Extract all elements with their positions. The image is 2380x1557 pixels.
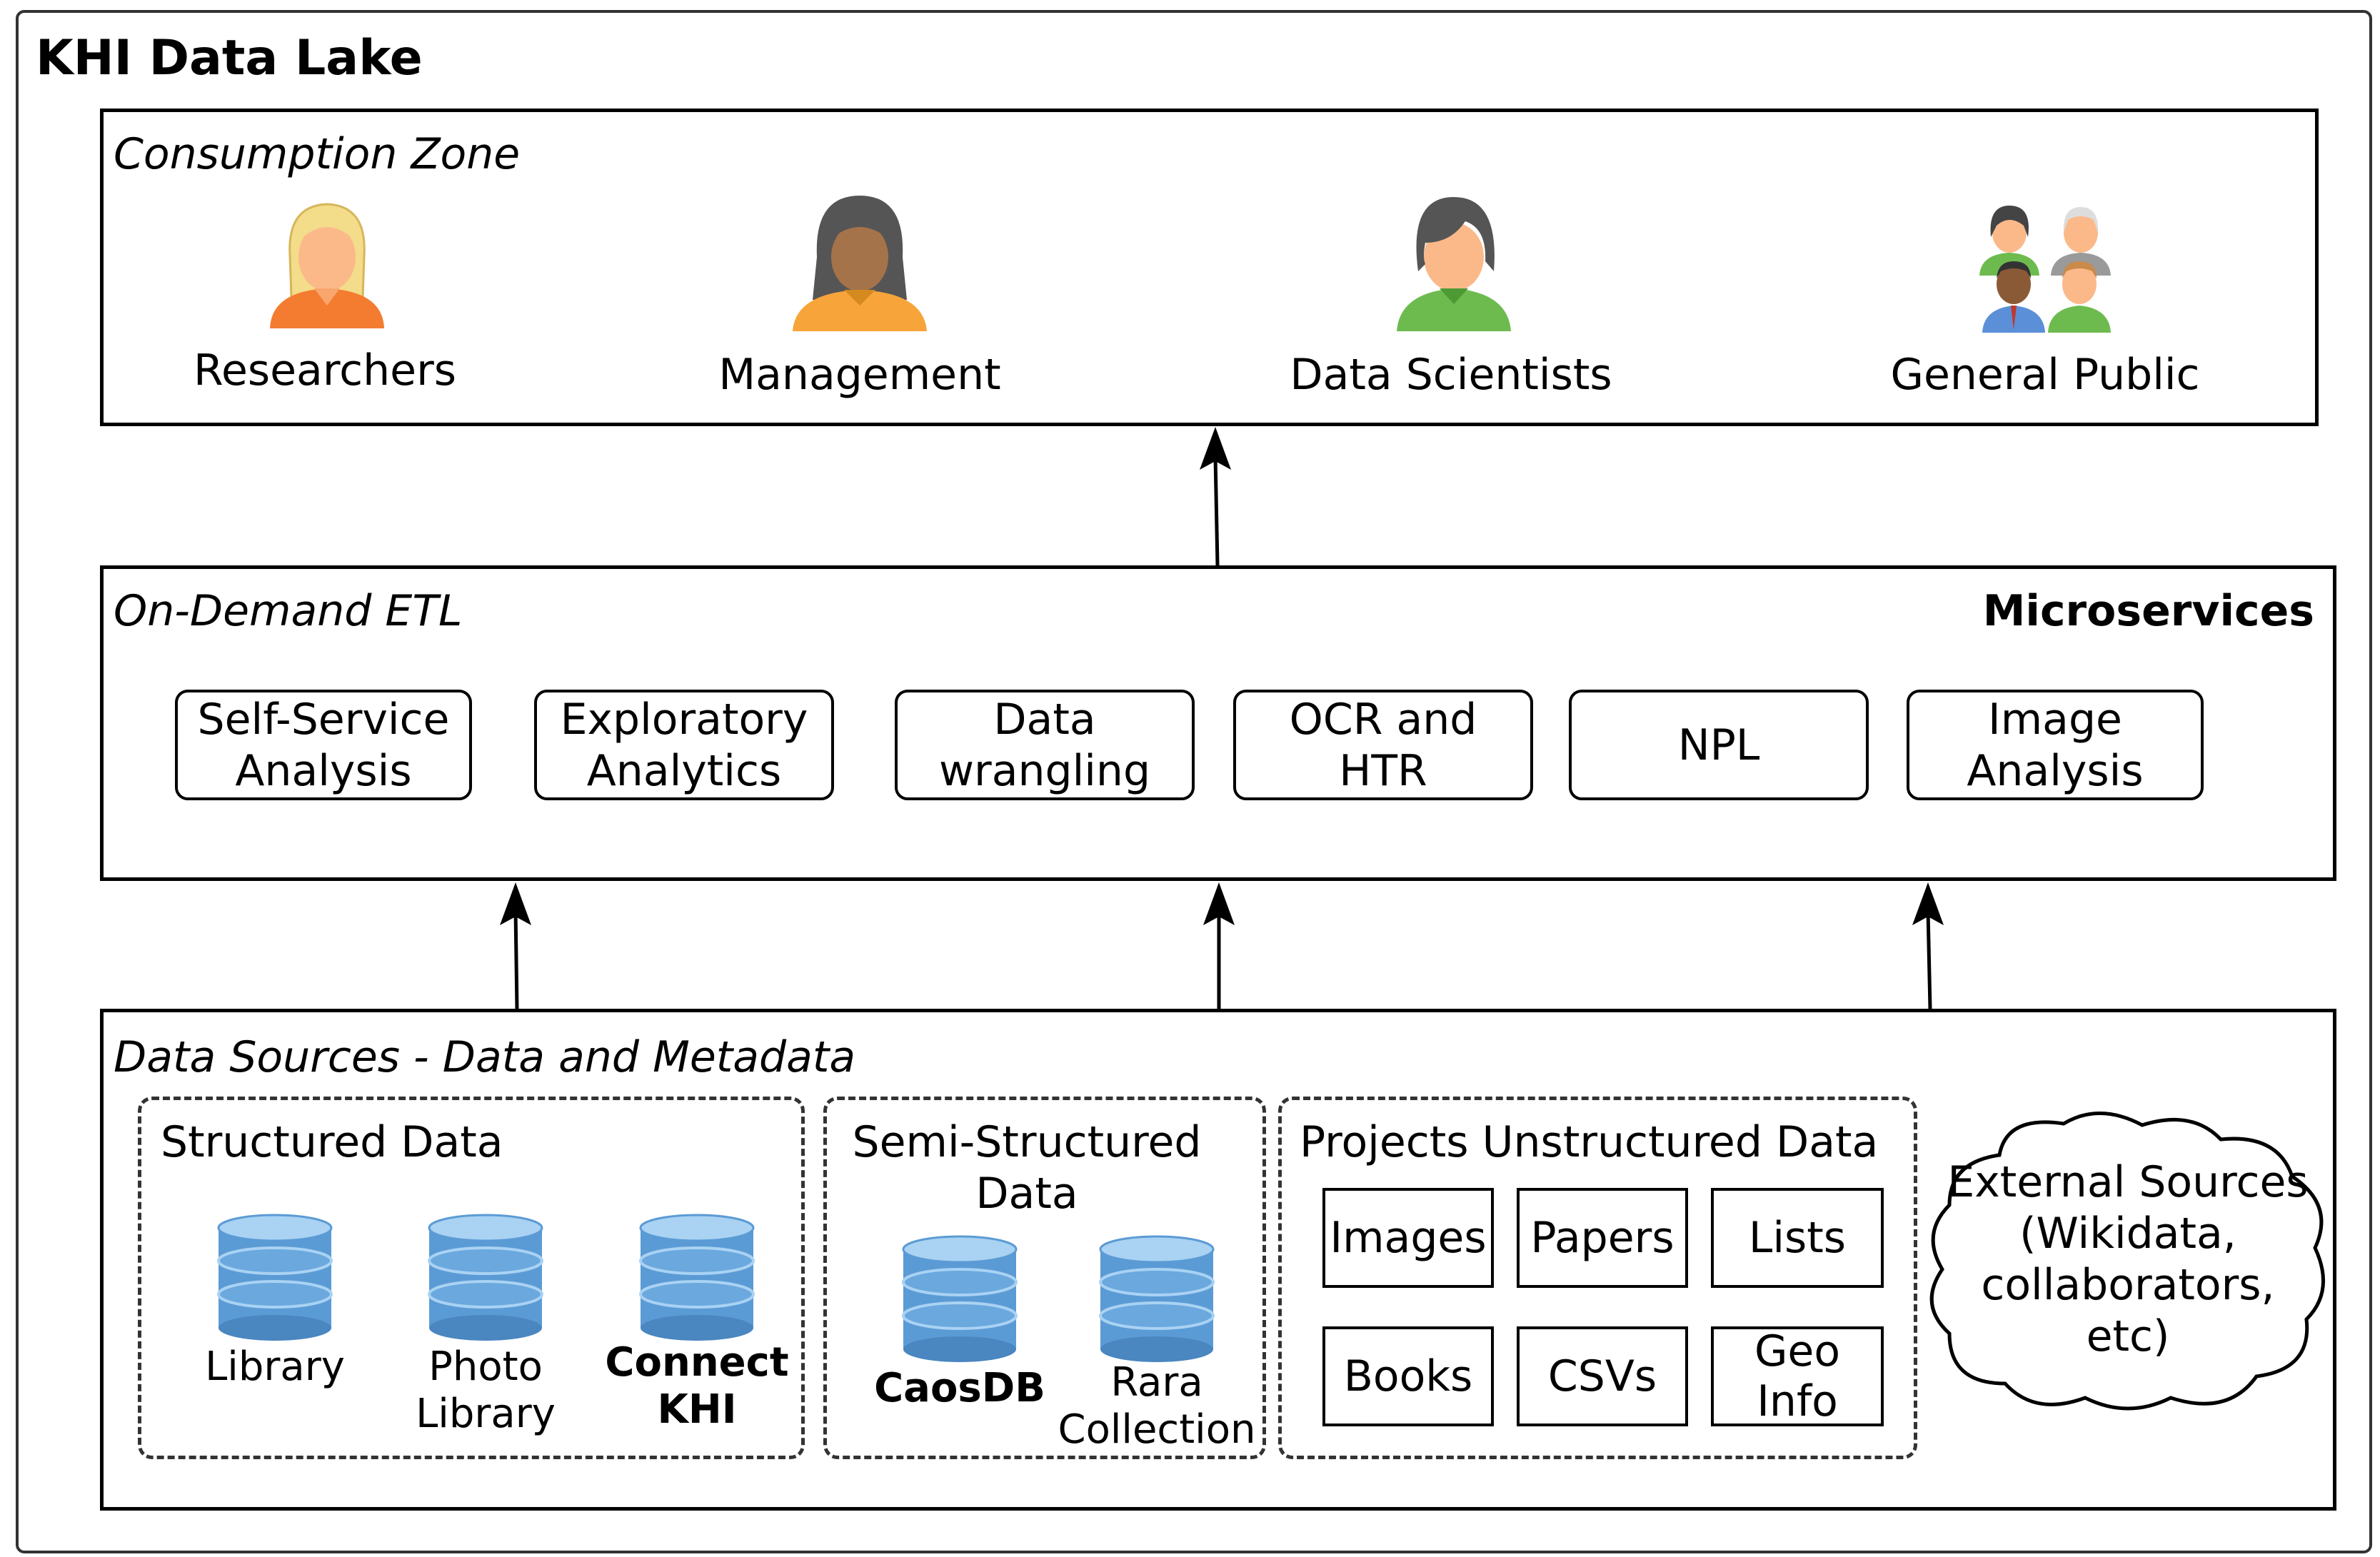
structured-data-title: Structured Data (161, 1117, 503, 1167)
item-papers: Papers (1517, 1188, 1688, 1288)
external-sources-label: External Sources (Wikidata, collaborator… (1947, 1157, 2309, 1361)
unstructured-group (1278, 1097, 1917, 1459)
user-label-researchers: Researchers (193, 346, 457, 395)
service-data-wrangling: Data wrangling (895, 690, 1195, 800)
db-label-caosdb: CaosDB (874, 1365, 1045, 1411)
connect-khi-database-icon (639, 1214, 755, 1341)
etl-zone-title: On-Demand ETL (114, 586, 463, 636)
semi-structured-group (823, 1097, 1266, 1459)
structured-data-group (138, 1097, 805, 1459)
data-scientist-icon (1397, 197, 1511, 331)
db-label-photo-library: Photo Library (416, 1344, 556, 1437)
manager-icon (793, 196, 927, 331)
consumption-zone-title: Consumption Zone (114, 129, 521, 179)
consumption-zone: Consumption Zone (100, 109, 2319, 426)
photo-library-database-icon (428, 1214, 543, 1341)
unstructured-title: Projects Unstructured Data (1300, 1117, 1879, 1167)
group-icon (1979, 206, 2111, 333)
db-label-connect-khi: Connect KHI (605, 1339, 789, 1433)
etl-zone: On-Demand ETL Microservices (100, 565, 2336, 881)
db-label-rara-collection: Rara Collection (1058, 1359, 1256, 1453)
item-images: Images (1322, 1188, 1494, 1288)
researcher-icon (270, 203, 384, 328)
data-sources-title: Data Sources - Data and Metadata (114, 1032, 856, 1082)
item-lists: Lists (1711, 1188, 1884, 1288)
service-self-service-analysis: Self-Service Analysis (175, 690, 472, 800)
service-image-analysis: Image Analysis (1907, 690, 2204, 800)
service-npl: NPL (1569, 690, 1869, 800)
arrow-sources-to-etl-right (1912, 882, 1944, 1009)
arrow-sources-to-etl-center (1203, 882, 1235, 1009)
data-lake-frame (16, 10, 2372, 1553)
db-label-library: Library (205, 1344, 345, 1390)
microservices-label: Microservices (1982, 586, 2314, 636)
item-geo-info: Geo Info (1711, 1326, 1884, 1426)
external-sources-cloud (1929, 1112, 2325, 1411)
arrow-etl-to-consumption (1200, 427, 1231, 566)
service-exploratory-analytics: Exploratory Analytics (534, 690, 834, 800)
caosdb-database-icon (902, 1235, 1018, 1362)
user-label-data-scientists: Data Scientists (1290, 350, 1612, 400)
semi-structured-title: Semi-Structured Data (852, 1117, 1202, 1219)
user-label-management: Management (718, 350, 1001, 400)
library-database-icon (217, 1214, 333, 1341)
item-books: Books (1322, 1326, 1494, 1426)
rara-collection-database-icon (1099, 1235, 1215, 1362)
user-label-general-public: General Public (1890, 350, 2200, 400)
item-csvs: CSVs (1517, 1326, 1688, 1426)
diagram-title: KHI Data Lake (36, 30, 423, 86)
service-ocr-htr: OCR and HTR (1233, 690, 1533, 800)
arrow-sources-to-etl-left (500, 882, 531, 1009)
